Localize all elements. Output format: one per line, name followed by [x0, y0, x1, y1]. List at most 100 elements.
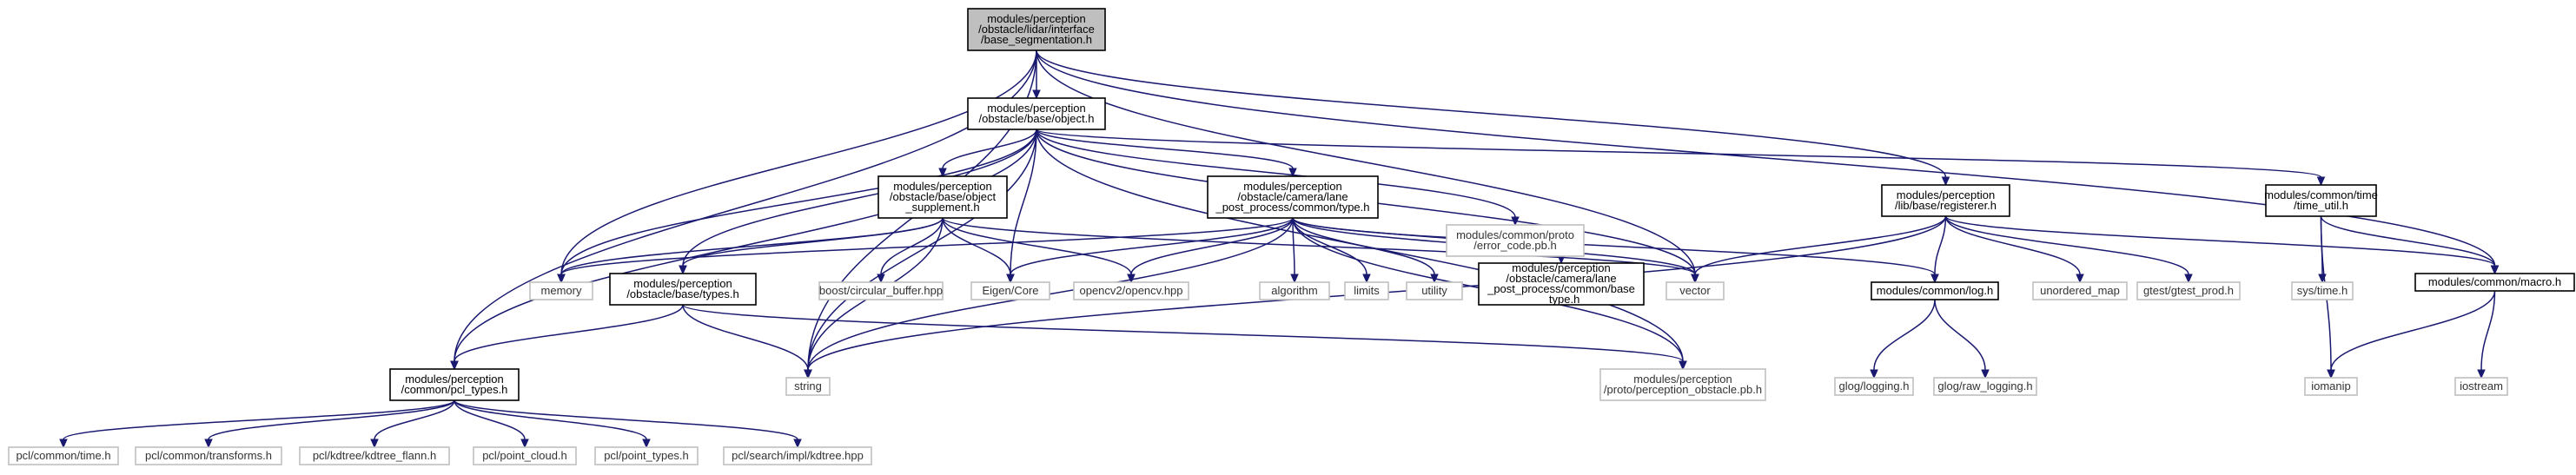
node-box — [2032, 281, 2128, 300]
node-label-line: modules/common/proto — [1456, 228, 1574, 241]
node-macro[interactable]: modules/common/macro.h — [2414, 273, 2575, 292]
node-label-line: limits — [1354, 284, 1380, 297]
node-basetype[interactable]: modules/perception/obstacle/camera/lane_… — [1478, 261, 1645, 306]
edge-arrowhead — [1006, 274, 1015, 284]
edge-line — [1010, 217, 1294, 275]
edge-arrowhead — [1930, 274, 1939, 284]
node-label-line: modules/perception — [893, 180, 991, 193]
edge-line — [1036, 129, 1294, 169]
edge-camtype-to-opencv — [1127, 217, 1294, 284]
edge-arrowhead — [793, 439, 802, 449]
edge-arrowhead — [2327, 369, 2335, 379]
edge-line — [2330, 290, 2496, 371]
edge-root-to-regist — [1036, 49, 1950, 187]
node-box — [723, 446, 872, 465]
node-label-line: pcl/common/time.h — [16, 449, 110, 462]
edge-objsupp-to-opencv — [942, 217, 1136, 284]
node-label-line: /error_code.pb.h — [1473, 239, 1556, 252]
edge-line — [807, 217, 1294, 371]
node-label-line: /lib/base/registerer.h — [1895, 199, 1997, 212]
edge-types-to-string — [682, 304, 812, 379]
node-objsupp[interactable]: modules/perception/obstacle/base/object_… — [877, 175, 1008, 219]
node-label-line: /obstacle/camera/lane — [1506, 272, 1616, 285]
node-label-line: pcl/common/transforms.h — [145, 449, 272, 462]
edge-object-to-string — [804, 129, 1037, 379]
node-box — [1446, 224, 1585, 257]
edge-camtype-to-log — [1292, 217, 1939, 284]
edge-line — [560, 217, 1294, 275]
node-box — [2291, 281, 2354, 300]
edge-arrowhead — [2490, 265, 2500, 275]
node-root[interactable]: modules/perception/obstacle/lidar/interf… — [967, 8, 1106, 51]
edge-arrowhead — [877, 274, 885, 284]
edge-arrowhead — [2184, 274, 2193, 284]
edge-line — [1292, 217, 1295, 275]
edge-line — [454, 129, 1037, 362]
edge-arrowhead — [204, 439, 213, 449]
edge-line — [1130, 217, 1294, 275]
node-label-line: modules/common/time — [2264, 188, 2378, 201]
node-box — [877, 175, 1008, 219]
node-label-line: pcl/kdtree/kdtree_flann.h — [313, 449, 436, 462]
node-box — [1259, 281, 1330, 300]
node-label-line: sys/time.h — [2297, 284, 2348, 297]
edge-line — [682, 129, 1037, 267]
node-label-line: boost/circular_buffer.hpp — [819, 284, 943, 297]
edge-object-to-timeutil — [1036, 129, 2326, 187]
node-pcltypes[interactable]: modules/perception/common/pcl_types.h — [389, 368, 520, 401]
edge-line — [1944, 215, 2496, 267]
edge-pcltypes-to-pointcloud — [454, 399, 529, 449]
node-label-line: /time_util.h — [2294, 199, 2348, 212]
node-label-line: modules/perception — [1512, 261, 1610, 274]
edge-camtype-to-algorithm — [1290, 217, 1299, 284]
edge-objsupp-to-types — [679, 217, 944, 275]
node-label-line: unordered_map — [2040, 284, 2120, 297]
node-percpb: modules/perception/proto/perception_obst… — [1599, 368, 1766, 401]
edge-line — [1292, 217, 1435, 275]
node-label-line: string — [794, 379, 822, 393]
edge-line — [807, 129, 1037, 371]
node-label-line: /obstacle/base/object.h — [979, 112, 1095, 125]
edge-line — [1036, 49, 1947, 178]
edge-arrowhead — [642, 439, 651, 449]
node-log[interactable]: modules/common/log.h — [1871, 281, 1999, 300]
node-iostream: iostream — [2454, 377, 2508, 396]
node-box — [818, 281, 944, 300]
edge-camtype-to-limits — [1292, 217, 1371, 284]
node-label-line: modules/perception — [1897, 188, 1995, 201]
edge-line — [560, 129, 1037, 275]
edge-line — [1934, 299, 1986, 371]
edge-line — [942, 217, 1011, 275]
node-box — [389, 368, 520, 401]
edge-line — [1944, 215, 2189, 275]
edge-arrowhead — [557, 274, 566, 284]
node-timeutil[interactable]: modules/common/time/time_util.h — [2264, 184, 2378, 217]
edge-root-to-memory — [557, 49, 1037, 284]
edge-arrowhead — [2316, 176, 2326, 187]
node-regist[interactable]: modules/perception/lib/base/registerer.h — [1881, 184, 2010, 217]
edge-line — [2480, 290, 2496, 371]
node-umap: unordered_map — [2032, 281, 2128, 300]
node-object[interactable]: modules/perception/obstacle/base/object.… — [967, 97, 1106, 130]
node-kdflann: pcl/kdtree/kdtree_flann.h — [299, 446, 450, 465]
edge-object-to-eigen — [1006, 129, 1037, 284]
node-types[interactable]: modules/perception/obstacle/base/types.h — [609, 273, 757, 306]
node-box — [2265, 184, 2377, 217]
edge-arrowhead — [1032, 89, 1041, 100]
node-box — [970, 281, 1050, 300]
node-label-line: vector — [1679, 284, 1711, 297]
edge-object-to-camtype — [1036, 129, 1297, 178]
edge-regist-to-macro — [1944, 215, 2500, 275]
node-label-line: _post_process/common/type.h — [1215, 201, 1369, 214]
node-box — [1665, 281, 1725, 300]
node-algorithm: algorithm — [1259, 281, 1330, 300]
edge-arrowhead — [938, 168, 947, 178]
edge-arrowhead — [1362, 274, 1371, 284]
node-camtype[interactable]: modules/perception/obstacle/camera/lane_… — [1207, 175, 1379, 219]
node-label-line: memory — [541, 284, 582, 297]
node-box — [785, 377, 831, 396]
node-label-line: _supplement.h — [904, 201, 979, 214]
node-errcode: modules/common/proto/error_code.pb.h — [1446, 224, 1585, 257]
node-box — [594, 446, 699, 465]
node-label-line: glog/logging.h — [1839, 379, 1910, 393]
